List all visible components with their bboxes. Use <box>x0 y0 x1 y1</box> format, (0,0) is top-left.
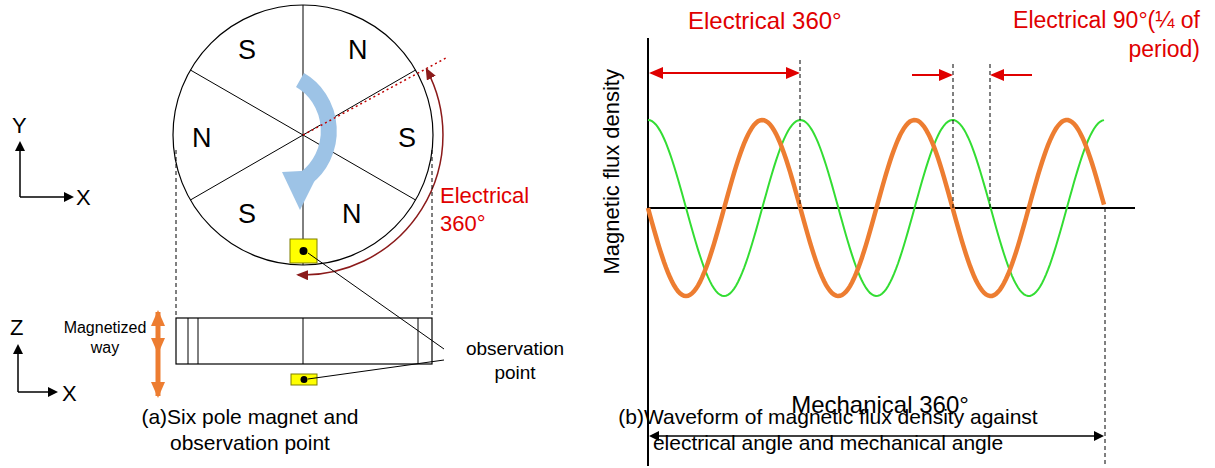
angle-label: Electrical 360° <box>440 183 529 236</box>
quarter-marker <box>990 64 991 208</box>
observation-sensor <box>291 374 317 385</box>
chart-x-axis <box>648 207 1135 209</box>
dimension-label-box: Electrical 360° <box>688 6 842 36</box>
pole-boundary <box>188 318 189 364</box>
electrical-90-dimension <box>912 74 951 76</box>
x-axis-arrow <box>20 196 72 198</box>
leader-line <box>308 360 444 379</box>
pole-label-box: S <box>238 34 256 68</box>
chart-y-axis <box>647 38 649 466</box>
axis-title: Magnetic flux density <box>599 69 624 274</box>
axis-title-box: Magnetic flux density <box>598 69 626 274</box>
waveforms <box>648 120 1104 296</box>
dimension-label: Electrical 90°(¼ of period) <box>1013 7 1200 62</box>
axis-label: Z <box>10 315 23 340</box>
axis-label: X <box>62 381 77 406</box>
callout-label: observation point <box>466 338 564 383</box>
rotation-arrowhead <box>282 170 320 210</box>
angle-label-box: Electrical 360° <box>440 182 555 237</box>
pole-boundary <box>418 318 419 364</box>
pole-label-box: N <box>342 198 362 232</box>
axis-label-box: Y <box>12 112 27 140</box>
pole-label-box: S <box>398 122 416 156</box>
observation-dot <box>300 247 308 255</box>
pole-boundary <box>198 318 199 364</box>
pole-label-box: N <box>348 34 368 68</box>
electrical-90-dimension <box>992 74 1032 76</box>
axis-label-box: X <box>62 380 77 408</box>
pole-label: N <box>192 123 212 153</box>
figure-caption-box: (b)Waveform of magnetic flux density aga… <box>578 404 1078 457</box>
figure-caption-box: (a)Six pole magnet and observation point <box>100 404 400 457</box>
figure-caption: (b)Waveform of magnetic flux density aga… <box>618 405 1037 454</box>
pole-label-box: N <box>192 122 212 156</box>
mechanical-marker <box>1105 208 1106 466</box>
angle-reference-line <box>303 58 446 135</box>
rotation-arrow <box>300 80 329 178</box>
green-waveform <box>648 120 1104 296</box>
pole-label: S <box>398 123 416 153</box>
figure-caption: (a)Six pole magnet and observation point <box>141 405 358 454</box>
leader-line <box>308 253 444 349</box>
quarter-marker <box>953 64 954 208</box>
y-axis-arrow <box>19 143 21 197</box>
z-axis-arrow <box>17 346 19 392</box>
dimension-label: Electrical 360° <box>688 7 842 34</box>
orange-waveform <box>648 120 1104 296</box>
pole-boundary <box>303 318 304 364</box>
electrical-360-dimension <box>651 72 798 74</box>
projection-line <box>176 150 177 318</box>
pole-label: N <box>348 35 368 65</box>
magnet-side-view <box>176 318 432 364</box>
projection-line <box>432 150 433 318</box>
electrical-angle-arc <box>298 69 443 275</box>
axis-label: Y <box>12 113 27 138</box>
axis-label-box: Z <box>10 314 23 342</box>
callout-label-box: observation point <box>450 337 580 385</box>
period-marker <box>800 60 801 208</box>
observation-dot <box>301 376 308 383</box>
x-axis-arrow <box>18 391 56 393</box>
magnetization-arrow <box>156 312 161 352</box>
axis-label-box: X <box>76 184 91 212</box>
dimension-label-box: Electrical 90°(¼ of period) <box>955 6 1200 64</box>
pole-label-box: S <box>238 198 256 232</box>
direction-label-box: Magnetized way <box>60 318 150 358</box>
pole-label: S <box>238 35 256 65</box>
axis-label: X <box>76 185 91 210</box>
pole-label: N <box>342 199 362 229</box>
direction-label: Magnetized way <box>64 319 147 356</box>
observation-sensor <box>290 239 317 263</box>
magnetization-arrow <box>156 352 161 396</box>
pole-label: S <box>238 199 256 229</box>
